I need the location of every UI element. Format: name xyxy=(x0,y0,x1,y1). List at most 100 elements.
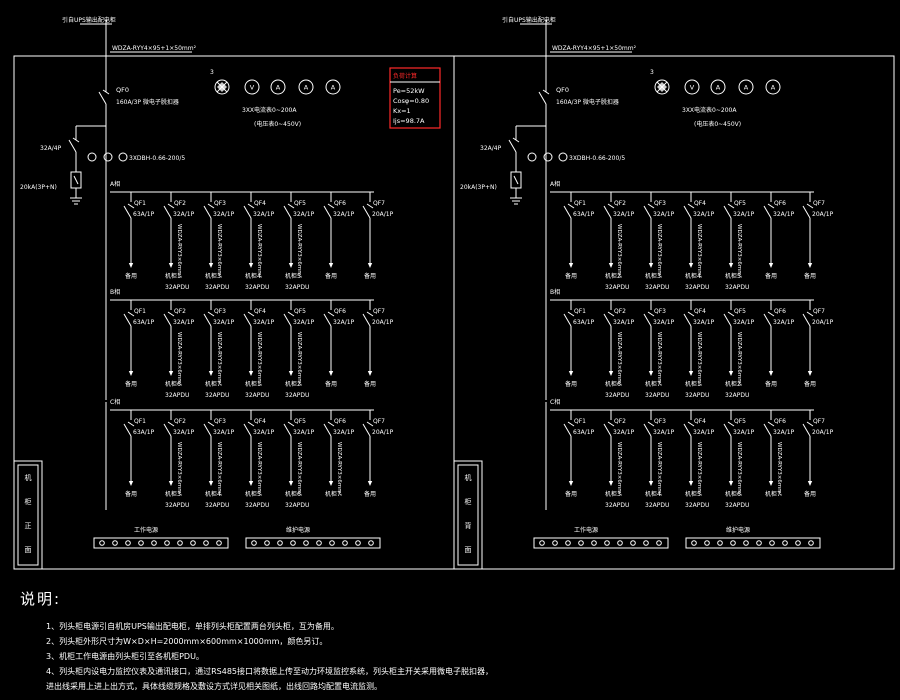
feeder-breaker-id: QF6 xyxy=(774,200,786,207)
feeder-cable-spec: WDZA-RYY3×6mm² xyxy=(696,442,703,496)
terminal-icon xyxy=(565,540,571,546)
feeder-breaker-rating: 20A/1P xyxy=(812,429,834,436)
feeder-target: 机柜4 xyxy=(245,272,261,280)
meter-symbol: A xyxy=(744,84,749,92)
feeder-breaker-rating: 32A/1P xyxy=(653,319,675,326)
arrow-head-icon xyxy=(208,371,214,376)
feeder-breaker-rating: 32A/1P xyxy=(653,211,675,218)
terminal-strip-frame xyxy=(685,537,821,549)
feeder-breaker-id: QF1 xyxy=(134,418,146,425)
feeder-breaker-id: QF2 xyxy=(174,418,186,425)
breaker-blade-icon xyxy=(362,313,371,327)
bus-group-1: A相QF163A/1P备用QF232A/1PWDZA-RYY3×6mm²机柜13… xyxy=(105,180,394,292)
feeder-breaker-rating: 32A/1P xyxy=(333,319,355,326)
feeder-breaker-id: QF4 xyxy=(254,200,266,207)
feeder-cable-spec: WDZA-RYY3×6mm² xyxy=(216,224,223,278)
arrow-head-icon xyxy=(608,481,614,486)
note-item-4: 4、列头柜内设电力监控仪表及通讯接口，通过RS485接口将数据上传至动力环境监控… xyxy=(46,667,493,676)
breaker-cross-icon xyxy=(327,203,335,209)
terminal-icon xyxy=(591,540,597,546)
ammeter-note: 3XX电流表0~200A xyxy=(682,106,737,114)
feeder-cable-spec: WDZA-RYY3×6mm² xyxy=(736,442,743,496)
breaker-cross-icon xyxy=(247,203,255,209)
bus-phase-label: C相 xyxy=(550,398,560,406)
breaker-blade-icon xyxy=(163,205,172,219)
breaker-blade-icon xyxy=(563,205,572,219)
feeder-breaker-id: QF4 xyxy=(254,308,266,315)
feeder-pdu: 32APDU xyxy=(285,392,309,399)
arrow-head-icon xyxy=(648,481,654,486)
feeder-target: 备用 xyxy=(325,380,337,388)
load-calc-value: Kx=1 xyxy=(393,107,411,115)
breaker-cross-icon xyxy=(647,421,655,427)
current-transformer-icon xyxy=(558,152,568,162)
breaker-cross-icon xyxy=(727,421,735,427)
breaker-cross-icon xyxy=(287,203,295,209)
feeder-target: 机柜3 xyxy=(605,490,621,498)
feeder-target: 备用 xyxy=(765,380,777,388)
breaker-cross-icon xyxy=(167,421,175,427)
feeder-target: 机柜5 xyxy=(245,490,261,498)
terminal-icon xyxy=(190,540,196,546)
feeder-target: 备用 xyxy=(325,272,337,280)
breaker-blade-icon xyxy=(763,205,772,219)
feeder-breaker-id: QF2 xyxy=(614,418,626,425)
feeder-cable-spec: WDZA-RYY3×6mm² xyxy=(776,442,783,496)
arrow-head-icon xyxy=(568,371,574,376)
panel-frame xyxy=(453,55,895,570)
feeder-breaker-id: QF6 xyxy=(334,308,346,315)
side-label-char: 面 xyxy=(465,546,472,554)
feeder-cable-spec: WDZA-RYY3×6mm² xyxy=(656,224,663,278)
feeder-target: 机柜6 xyxy=(725,490,741,498)
feeder-breaker-id: QF1 xyxy=(574,308,586,315)
breaker-cross-icon xyxy=(542,89,550,95)
arrow-head-icon xyxy=(807,371,813,376)
arrow-head-icon xyxy=(208,263,214,268)
breaker-blade-icon xyxy=(163,313,172,327)
feeder-breaker-rating: 32A/1P xyxy=(333,211,355,218)
breaker-blade-icon xyxy=(643,313,652,327)
terminal-icon xyxy=(656,540,662,546)
breaker-cross-icon xyxy=(767,311,775,317)
feeder-target: 备用 xyxy=(565,490,577,498)
terminal-icon xyxy=(604,540,610,546)
feeder-cable-spec: WDZA-RYY3×6mm² xyxy=(616,224,623,278)
breaker-blade-icon xyxy=(123,313,132,327)
feeder-pdu: 32APDU xyxy=(205,392,229,399)
terminal-strip-label: 维护电源 xyxy=(286,526,310,534)
breaker-cross-icon xyxy=(167,311,175,317)
breaker-cross-icon xyxy=(512,137,520,143)
feeder-breaker-id: QF3 xyxy=(214,418,226,425)
feeder-cable-spec: WDZA-RYY3×6mm² xyxy=(296,332,303,386)
feeder-target: 机柜2 xyxy=(605,272,621,280)
spd-rating: 20kA(3P+N) xyxy=(460,184,497,191)
ct-spec: 3XDBH-0.66-200/5 xyxy=(569,155,625,162)
feeder-breaker-id: QF6 xyxy=(774,418,786,425)
main-breaker-id: QF0 xyxy=(556,86,569,94)
arrow-head-icon xyxy=(328,263,334,268)
feeder-breaker-rating: 32A/1P xyxy=(253,319,275,326)
bus-phase-label: A相 xyxy=(110,180,120,188)
feeder-target: 机柜3 xyxy=(165,490,181,498)
side-label-char: 正 xyxy=(25,522,32,530)
breaker-cross-icon xyxy=(366,311,374,317)
feeder-breaker-id: QF3 xyxy=(214,308,226,315)
feeder-target: 机柜4 xyxy=(685,272,701,280)
meter-tag: 3 xyxy=(210,69,214,76)
feeder-target: 机柜5 xyxy=(285,272,301,280)
terminal-icon xyxy=(704,540,710,546)
breaker-cross-icon xyxy=(647,203,655,209)
feeder-target: 机柜7 xyxy=(645,380,661,388)
bus-phase-label: C相 xyxy=(110,398,120,406)
feeder-cable-spec: WDZA-RYY3×6mm² xyxy=(656,442,663,496)
feeder-breaker-id: QF6 xyxy=(334,200,346,207)
breaker-blade-icon xyxy=(683,205,692,219)
breaker-blade-icon xyxy=(283,313,292,327)
breaker-blade-icon xyxy=(323,313,332,327)
feeder-breaker-rating: 32A/1P xyxy=(293,211,315,218)
